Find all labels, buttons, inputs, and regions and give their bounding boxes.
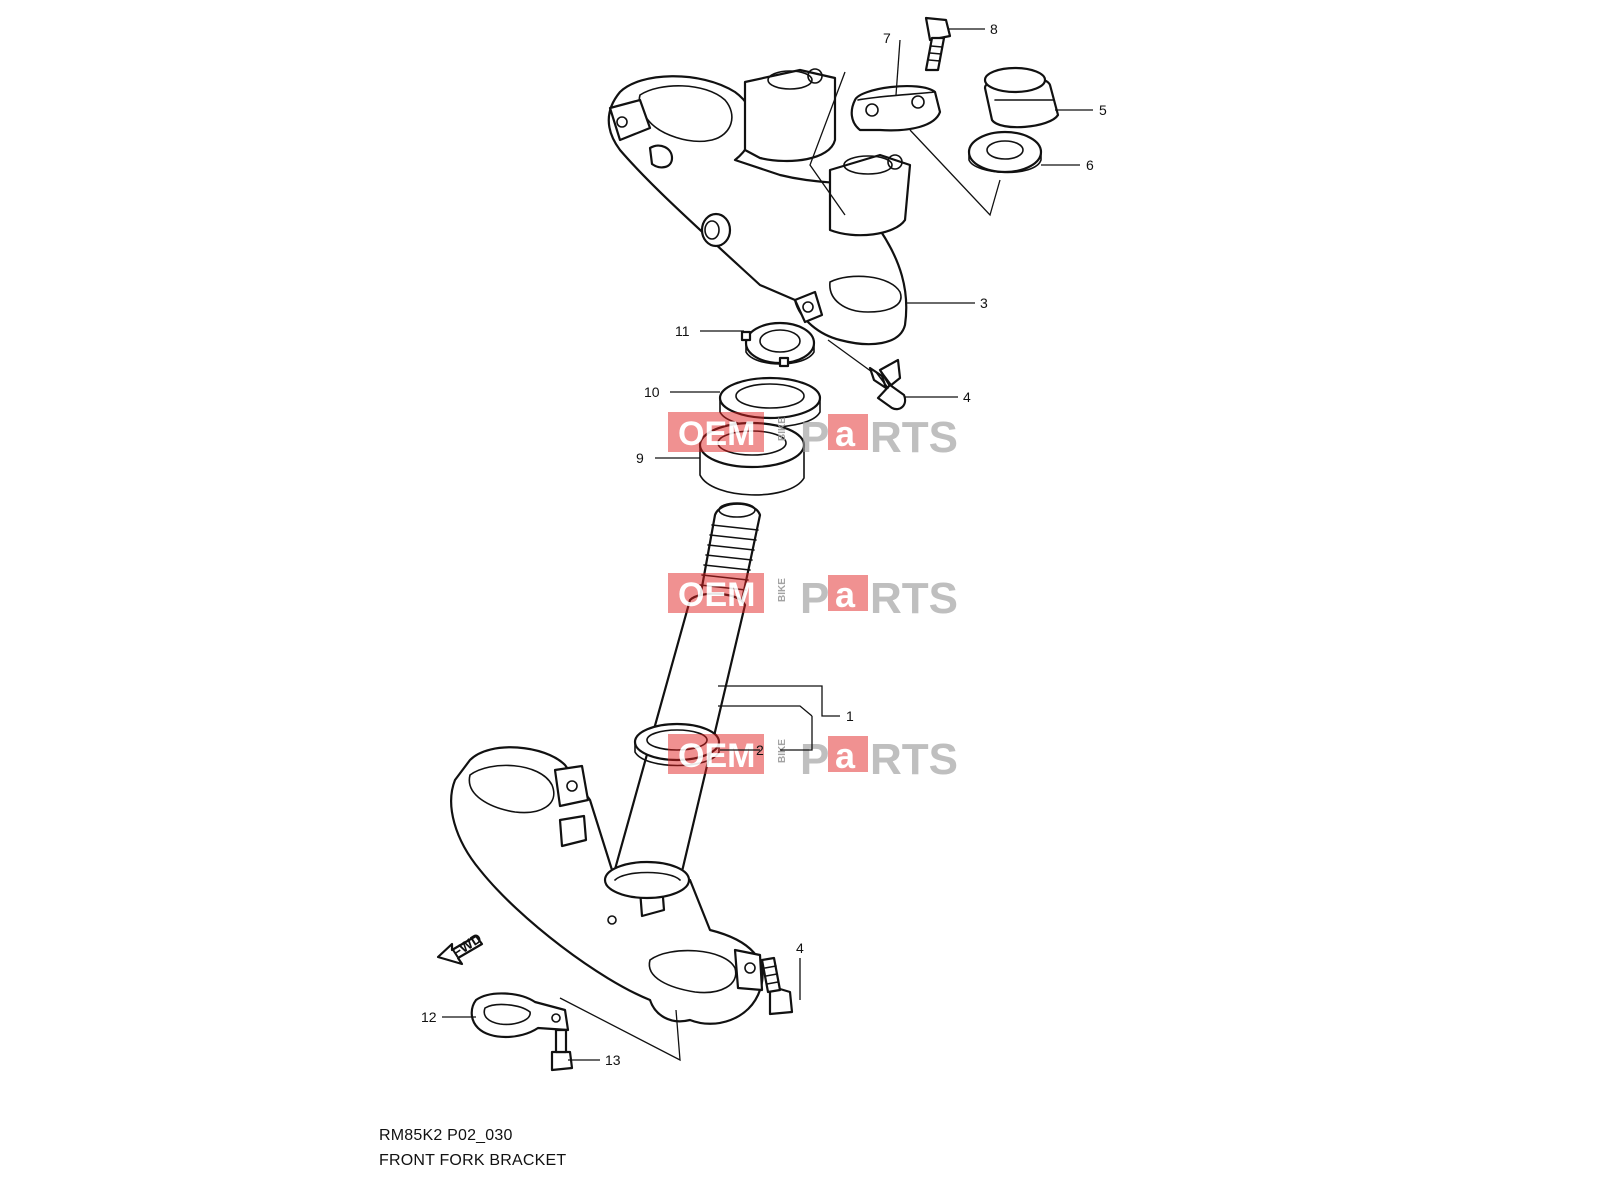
callout-9: 9 — [636, 450, 644, 466]
svg-text:OEM: OEM — [678, 415, 755, 453]
diagram-model-code: RM85K2 P02_030 — [379, 1127, 513, 1144]
lower-seal-ring-part — [633, 722, 721, 767]
watermark-bottom: OEM BIKE P a RTS — [668, 734, 958, 784]
cap-nut-part — [983, 66, 1060, 129]
callout-2: 2 — [756, 742, 764, 758]
callout-5: 5 — [1099, 102, 1107, 118]
leader-1-b — [718, 705, 813, 717]
leader-7-b — [809, 71, 846, 216]
callout-11: 11 — [675, 323, 690, 339]
svg-text:a: a — [835, 413, 856, 454]
callout-1: 1 — [846, 708, 854, 724]
callout-4-upper: 4 — [963, 389, 971, 405]
handlebar-holder-part — [850, 85, 942, 132]
forward-direction-arrow: FWD — [436, 930, 484, 966]
svg-text:P: P — [800, 413, 829, 462]
callout-6: 6 — [1086, 157, 1094, 173]
fwd-label: FWD — [449, 930, 484, 961]
clamp-bolt-part — [550, 1028, 574, 1072]
bearing-part — [698, 421, 806, 496]
callout-10: 10 — [644, 384, 660, 400]
hose-clamp-part — [470, 992, 570, 1038]
svg-text:OEM: OEM — [678, 737, 755, 775]
svg-text:a: a — [835, 735, 856, 776]
svg-text:a: a — [835, 574, 856, 615]
callout-3: 3 — [980, 295, 988, 311]
stem-nut-part — [740, 321, 816, 368]
callout-7: 7 — [883, 30, 891, 46]
washer-part — [967, 130, 1043, 174]
watermark-middle: OEM BIKE P a RTS — [668, 573, 958, 623]
pinch-bolt-upper-part — [868, 358, 907, 411]
dust-seal-part — [718, 376, 822, 428]
diagram-title: FRONT FORK BRACKET — [379, 1152, 567, 1169]
leader-6-b — [909, 129, 1001, 217]
leader-7 — [895, 39, 901, 96]
leader-lines — [442, 28, 1093, 1062]
leader-12-b — [559, 997, 681, 1062]
callout-4-lower: 4 — [796, 940, 804, 956]
upper-bracket-part — [607, 68, 912, 346]
svg-text:P: P — [800, 735, 829, 784]
svg-text:RTS: RTS — [870, 574, 958, 623]
pinch-bolt-lower-part — [760, 956, 794, 1016]
svg-text:OEM: OEM — [678, 576, 755, 614]
svg-text:RTS: RTS — [870, 413, 958, 462]
callout-numbers: 7 8 5 6 3 11 4 10 9 1 2 4 12 13 — [421, 21, 1107, 1068]
svg-text:RTS: RTS — [870, 735, 958, 784]
leader-4a-b — [827, 339, 873, 373]
callout-12: 12 — [421, 1009, 437, 1025]
leader-2-b — [780, 716, 813, 751]
svg-text:BIKE: BIKE — [777, 578, 788, 602]
callout-8: 8 — [990, 21, 998, 37]
watermark-top: OEM BIKE P a RTS — [668, 412, 958, 462]
callout-13: 13 — [605, 1052, 621, 1068]
svg-text:P: P — [800, 574, 829, 623]
leader-1 — [718, 685, 840, 717]
holder-bolt-part — [924, 16, 952, 72]
svg-text:BIKE: BIKE — [777, 739, 788, 763]
svg-text:BIKE: BIKE — [777, 417, 788, 441]
